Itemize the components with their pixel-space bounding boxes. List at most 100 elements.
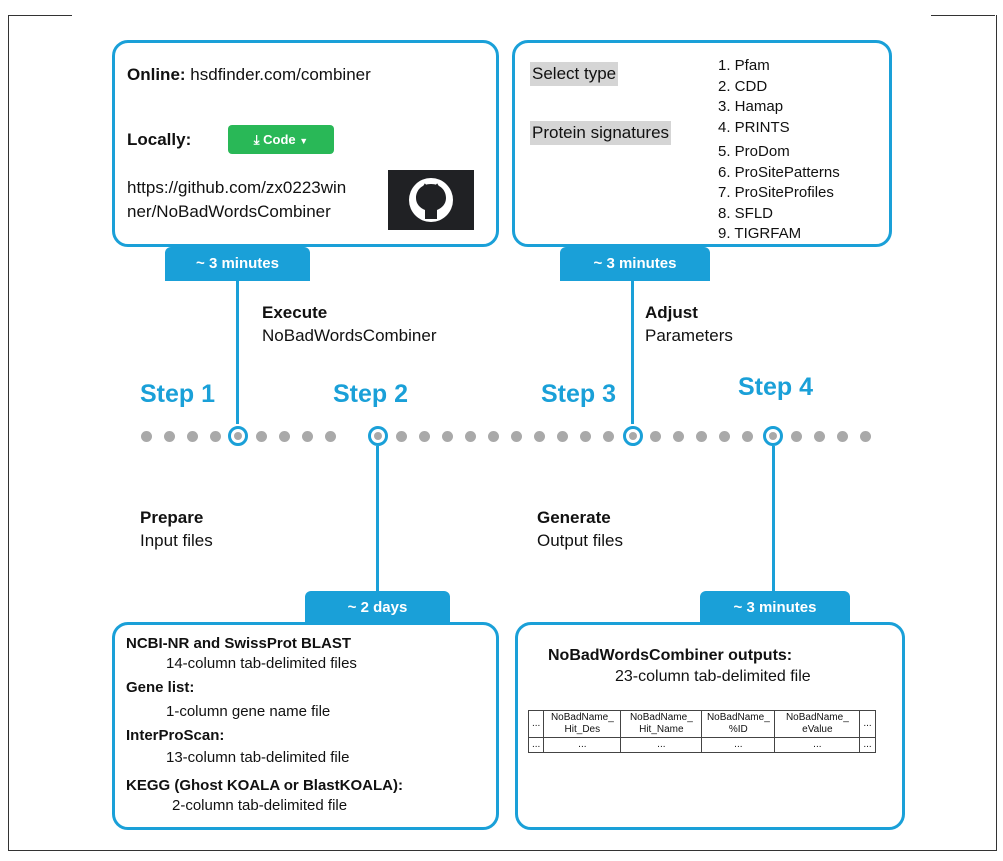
timeline-dot [580, 431, 591, 442]
repo-url-line1[interactable]: https://github.com/zx0223win [127, 178, 347, 197]
timeline-dot [791, 431, 802, 442]
table-row: ... ... ... ... ... ... [527, 737, 876, 753]
step-2-label: Step 2 [333, 380, 409, 408]
signature-item: 4. PRINTS [718, 118, 790, 136]
protein-signatures-label: Protein signatures [530, 121, 672, 145]
online-label: Online: [127, 65, 186, 84]
timeline-dot [814, 431, 825, 442]
timeline-dot [465, 431, 476, 442]
timeline-dot [719, 431, 730, 442]
table-cell: ... [859, 737, 876, 753]
step-2-marker [368, 426, 388, 446]
timeline-dot [302, 431, 313, 442]
timeline-dot [511, 431, 522, 442]
timeline-dot [557, 431, 568, 442]
timeline-dot [603, 431, 614, 442]
input-files-box [112, 622, 499, 830]
online-line: Online: hsdfinder.com/combiner [127, 65, 371, 85]
timeline-dot [696, 431, 707, 442]
signature-item: 5. ProDom [718, 143, 790, 160]
table-cell: ... [859, 710, 876, 738]
execute-text: NoBadWordsCombiner [262, 326, 437, 345]
outputs-title: NoBadWordsCombiner outputs: [548, 647, 793, 664]
step4-connector [772, 446, 775, 591]
timeline-dot [419, 431, 430, 442]
timeline-dot [210, 431, 221, 442]
generate-text: Output files [537, 531, 623, 550]
parameters-box [512, 40, 892, 247]
online-url[interactable]: hsdfinder.com/combiner [190, 65, 371, 84]
generate-label: Generate [537, 508, 611, 527]
repo-url-line2[interactable]: ner/NoBadWordsCombiner [127, 202, 331, 221]
signature-item: 2. CDD [718, 77, 768, 95]
code-button[interactable]: ⤓ Code ▼ [228, 125, 334, 154]
table-cell: ... [527, 737, 545, 753]
signature-item: 3. Hamap [718, 98, 784, 115]
step-4-marker [763, 426, 783, 446]
figure-frame [8, 15, 997, 851]
prepare-text: Input files [140, 531, 213, 550]
outputs-table: ... NoBadName_ Hit_Des NoBadName_ Hit_Na… [527, 710, 876, 753]
step-1-label: Step 1 [140, 380, 216, 408]
github-logo [388, 170, 474, 230]
table-cell: ... [527, 710, 545, 738]
input-item-title: InterProScan: [126, 727, 225, 744]
table-cell: ... [701, 737, 776, 753]
step1-connector [236, 281, 239, 424]
timeline-dot [742, 431, 753, 442]
frame-top-right-edge [931, 15, 995, 16]
input-item-title: NCBI-NR and SwissProt BLAST [126, 635, 352, 652]
caret-down-icon: ▼ [299, 136, 309, 146]
input-item-desc: 1-column gene name file [166, 703, 331, 720]
table-cell: ... [620, 737, 703, 753]
outputs-subtitle: 23-column tab-delimited file [615, 668, 811, 685]
timeline-dot [325, 431, 336, 442]
input-item-desc: 2-column tab-delimited file [172, 797, 348, 814]
prepare-label: Prepare [140, 508, 204, 527]
signature-item: 9. TIGRFAM [718, 225, 802, 242]
table-cell: ... [774, 737, 861, 753]
step-4-label: Step 4 [738, 373, 814, 401]
signature-item: 7. ProSiteProfiles [718, 184, 834, 201]
timeline-dot [488, 431, 499, 442]
table-cell: NoBadName_ %ID [701, 710, 776, 738]
timeline-dot [164, 431, 175, 442]
timeline-dot [396, 431, 407, 442]
table-header-row: ... NoBadName_ Hit_Des NoBadName_ Hit_Na… [527, 710, 876, 738]
signature-item: 1. Pfam [718, 57, 770, 74]
time-tag-step3: ~ 3 minutes [560, 247, 710, 281]
step-3-label: Step 3 [541, 380, 617, 408]
timeline-dot [187, 431, 198, 442]
table-cell: NoBadName_ Hit_Des [543, 710, 622, 738]
timeline-dot [279, 431, 290, 442]
step-3-marker [623, 426, 643, 446]
input-item-title: Gene list: [126, 679, 195, 696]
execute-label: Execute [262, 303, 328, 322]
input-item-desc: 14-column tab-delimited files [166, 655, 357, 672]
timeline-dot [650, 431, 661, 442]
adjust-text: Parameters [645, 326, 733, 345]
input-files-list: NCBI-NR and SwissProt BLAST 14-column ta… [126, 634, 403, 816]
table-cell: NoBadName_ Hit_Name [620, 710, 703, 738]
step3-connector [631, 281, 634, 424]
input-item-title: KEGG (Ghost KOALA or BlastKOALA): [126, 777, 403, 794]
time-tag-step2: ~ 2 days [305, 591, 450, 625]
code-button-label: Code [263, 132, 296, 147]
timeline-dot [837, 431, 848, 442]
step-1-marker [228, 426, 248, 446]
timeline-dot [534, 431, 545, 442]
timeline-dot [673, 431, 684, 442]
signature-item: 8. SFLD [718, 204, 774, 222]
timeline-dot [256, 431, 267, 442]
signature-list: 1. Pfam 2. CDD 3. Hamap 4. PRINTS 5. Pro… [718, 56, 840, 245]
select-type-label: Select type [530, 62, 619, 86]
table-cell: ... [543, 737, 622, 753]
download-icon: ⤓ [253, 132, 260, 147]
time-tag-step4: ~ 3 minutes [700, 591, 850, 625]
table-cell: NoBadName_ eValue [774, 710, 861, 738]
input-item-desc: 13-column tab-delimited file [166, 749, 350, 766]
timeline-dot [141, 431, 152, 442]
frame-top-left-edge [8, 15, 72, 16]
signature-item: 6. ProSitePatterns [718, 163, 840, 181]
step2-connector [376, 446, 379, 591]
